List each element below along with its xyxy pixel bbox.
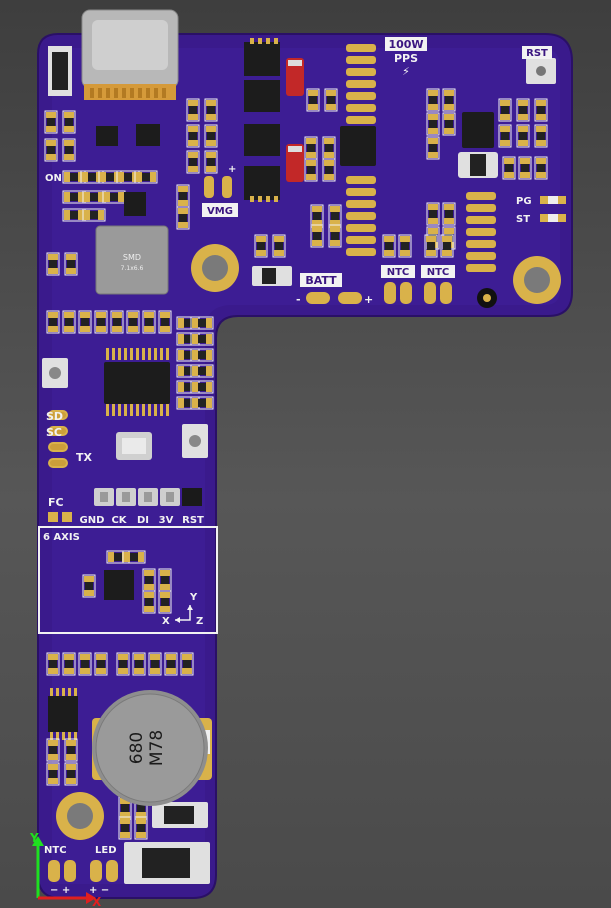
label-axis-z: Z [196,616,203,627]
label-smd: SMD [123,253,141,262]
components-layer [42,38,566,884]
power-inductor: 680 M78 [92,690,212,806]
label-ntc-2: NTC [427,267,450,278]
label-inductor-bottom: M78 [147,730,167,766]
label-pin-ck: CK [111,515,127,526]
label-pg: PG [516,196,532,207]
coordinate-axes: Y X [29,831,102,908]
label-sc: SC [46,426,62,439]
coord-y-label: Y [29,831,39,845]
label-six-axis: 6 AXIS [43,532,80,543]
label-ntc-bottom: NTC [44,845,67,856]
label-pin-di: DI [137,515,149,526]
label-rst-top: RST [526,48,548,59]
mounting-holes [56,244,561,840]
six-axis-outline [38,526,218,634]
smd-inductor: SMD 7.1x6.6 [95,225,169,295]
label-pin-gnd: GND [80,515,105,526]
label-led-bottom: LED [95,845,117,856]
label-inductor-top: 680 [127,732,147,764]
label-ntc-bottom-polarity: − + [50,885,70,896]
label-sd: SD [46,410,63,423]
label-vmg-plus: + [228,164,236,175]
label-smd-size: 7.1x6.6 [121,265,144,272]
coord-x-label: X [92,895,102,908]
label-batt: BATT [305,274,337,287]
label-batt-minus: - [296,293,301,306]
lightning-icon: ⚡ [402,65,410,78]
label-axis-y: Y [189,592,198,603]
label-tx: TX [76,451,93,464]
label-100w: 100W [388,38,423,51]
usb-c-connector [81,9,179,100]
label-pin-3v: 3V [159,515,174,526]
label-ntc-1: NTC [387,267,410,278]
silkscreen-labels: 100W PPS ⚡ RST ON + VMG PG ST BATT - + N… [43,37,552,896]
label-pps: PPS [394,52,418,65]
label-fc: FC [48,496,64,509]
label-batt-plus: + [364,293,373,306]
label-axis-x: X [162,616,170,627]
label-led-bottom-polarity: + − [89,885,109,896]
label-vmg: VMG [207,206,233,217]
label-on: ON [45,173,62,184]
label-pin-rst: RST [182,515,204,526]
label-st: ST [516,214,530,225]
